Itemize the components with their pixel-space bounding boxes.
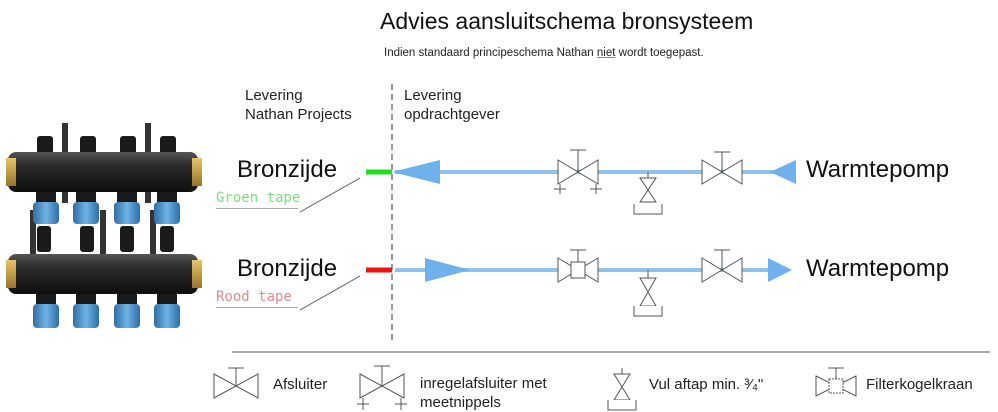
tape-label-red: Rood tape	[216, 289, 292, 305]
valve-symbol	[701, 249, 743, 283]
tape-underline	[216, 307, 298, 308]
valve-symbol	[701, 151, 743, 185]
filter-valve-symbol	[557, 249, 599, 283]
drain-valve-symbol	[633, 270, 663, 317]
arrow-right-icon	[768, 258, 792, 282]
source-side-label: Bronzijde	[237, 255, 338, 282]
heat-pump-label: Warmtepomp	[806, 255, 950, 282]
source-side-label: Bronzijde	[237, 156, 338, 183]
legend-drain-valve-icon	[607, 368, 637, 411]
drain-valve-symbol	[633, 172, 663, 215]
page-title: Advies aansluitschema bronsysteem	[380, 8, 754, 34]
balancing-valve-symbol	[554, 149, 602, 194]
arrow-left-icon	[392, 160, 440, 184]
legend-balancing-valve-icon	[357, 365, 407, 410]
tape-underline	[216, 208, 298, 209]
heat-pump-label: Warmtepomp	[806, 156, 950, 183]
arrow-right-icon	[425, 258, 470, 282]
legend-afsluiter-label: Afsluiter	[273, 376, 328, 393]
lower-hoses	[33, 294, 180, 328]
top-stubs	[37, 136, 176, 156]
upper-hoses	[33, 192, 180, 224]
page-subtitle: Indien standaard principeschema Nathan n…	[384, 47, 704, 59]
arrow-left-icon	[770, 160, 796, 184]
legend-vul-label: Vul aftap min. ³⁄₄"	[649, 376, 764, 393]
tape-label-green: Groen tape	[216, 190, 301, 206]
legend-filter-label: Filterkogelkraan	[866, 376, 973, 393]
legend-valve-icon	[213, 367, 259, 399]
manifold-photo	[6, 123, 202, 328]
legend-filter-valve-icon	[815, 367, 857, 397]
